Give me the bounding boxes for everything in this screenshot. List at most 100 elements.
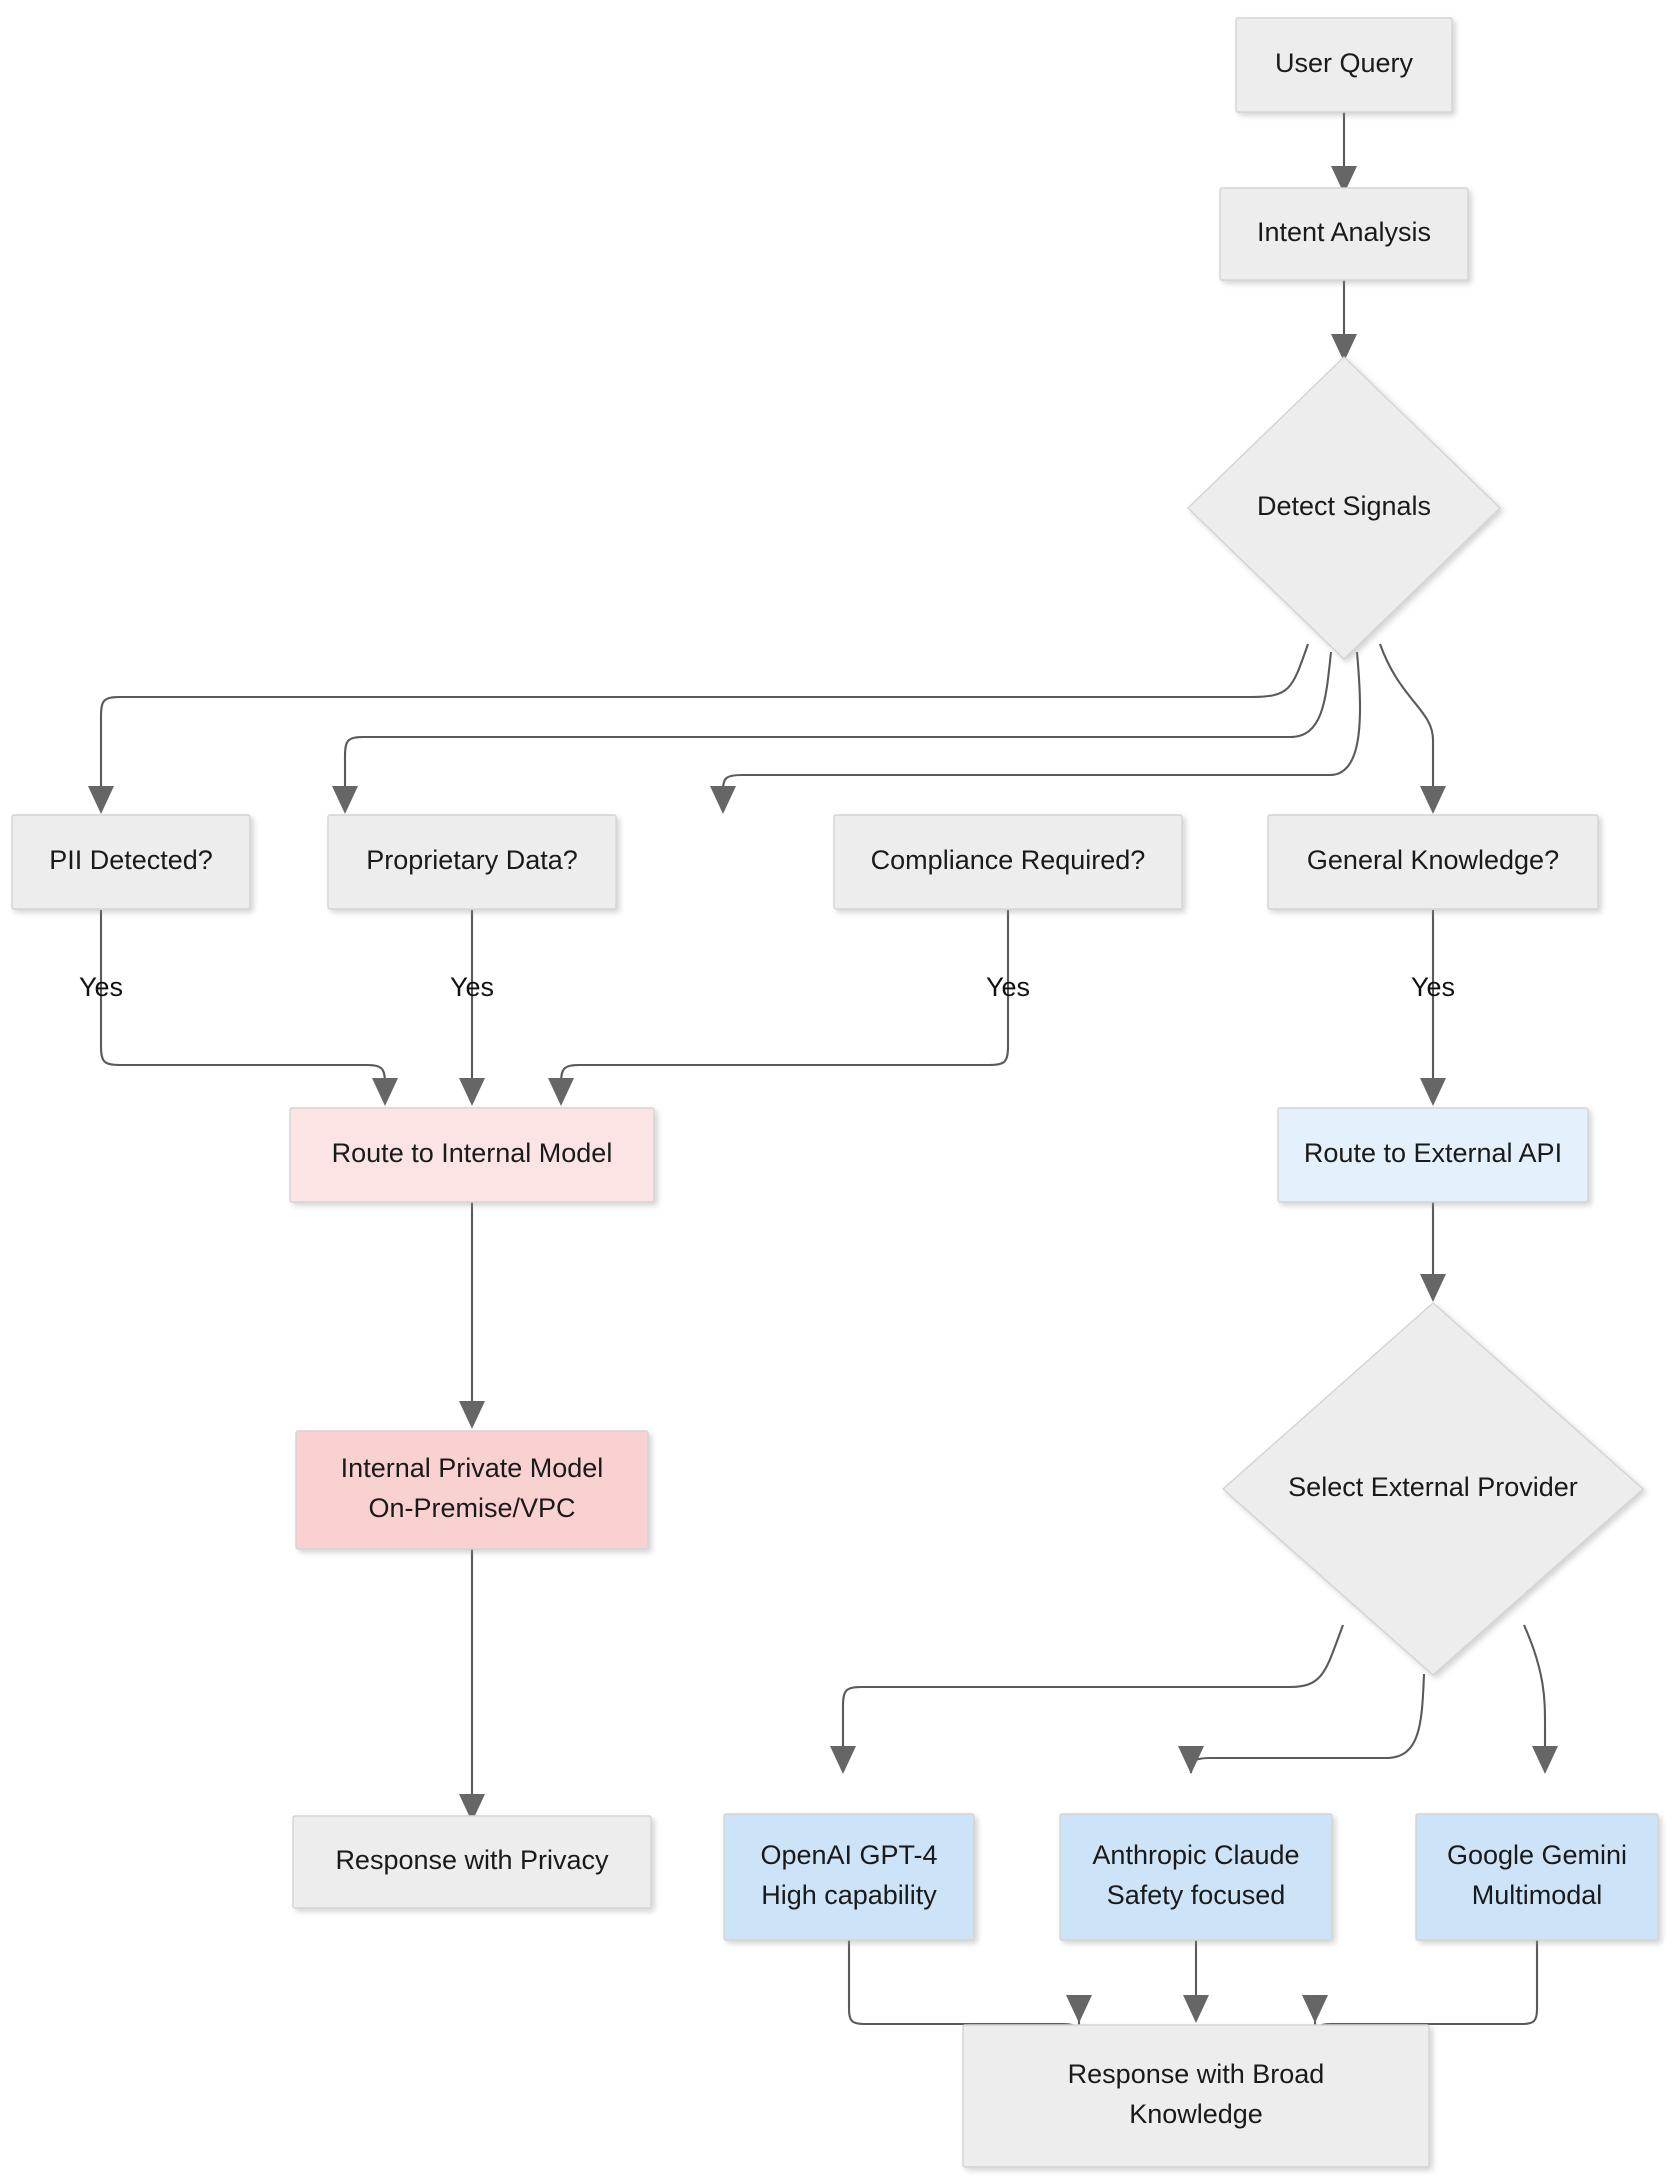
arrow-head-icon	[459, 1794, 485, 1822]
arrow-head-icon	[830, 1746, 856, 1774]
node-rect-shape	[289, 1107, 655, 1203]
node-label: General Knowledge?	[1307, 845, 1559, 875]
arrow-head-icon	[710, 786, 736, 814]
edge-e9	[548, 910, 1010, 1106]
edge-line	[847, 1940, 1081, 2040]
node-response_privacy[interactable]: Response with Privacy	[292, 1815, 652, 1909]
node-label: Route to Internal Model	[332, 1138, 613, 1168]
edge-e12	[1420, 1202, 1446, 1302]
node-label: Knowledge	[1129, 2099, 1263, 2129]
node-label: Proprietary Data?	[366, 845, 578, 875]
edge-e19	[1302, 1940, 1539, 2040]
edge-line	[99, 643, 1309, 800]
edge-e14	[830, 1624, 1344, 1774]
node-label: Select External Provider	[1288, 1472, 1578, 1502]
edge-line	[721, 651, 1362, 800]
edge-line	[99, 910, 387, 1092]
edge-label-e7: Yes	[79, 972, 123, 1002]
arrow-head-icon	[88, 786, 114, 814]
edge-line	[1313, 1940, 1539, 2040]
node-label: PII Detected?	[49, 845, 213, 875]
edge-line	[343, 651, 1333, 800]
node-route_external[interactable]: Route to External API	[1277, 1107, 1589, 1203]
node-label: On-Premise/VPC	[368, 1493, 575, 1523]
node-label: Intent Analysis	[1257, 217, 1431, 247]
arrow-head-icon	[1331, 166, 1357, 194]
node-rect-shape	[295, 1430, 649, 1550]
edge-label-e8: Yes	[450, 972, 494, 1002]
edge-line	[841, 1624, 1344, 1760]
edge-e4	[332, 651, 1333, 814]
edge-e5	[710, 651, 1362, 814]
edge-e1	[1331, 112, 1357, 194]
edge-e7	[99, 910, 398, 1106]
node-label: Google Gemini	[1447, 1840, 1627, 1870]
edge-line	[559, 910, 1010, 1092]
edge-e8	[459, 910, 485, 1106]
arrow-head-icon	[1420, 786, 1446, 814]
node-rect-shape	[1059, 1813, 1333, 1941]
node-label: Internal Private Model	[341, 1453, 604, 1483]
arrow-head-icon	[1420, 1274, 1446, 1302]
arrow-head-icon	[548, 1078, 574, 1106]
edge-e13	[459, 1549, 485, 1822]
node-user_query[interactable]: User Query	[1235, 17, 1453, 113]
node-label: Detect Signals	[1257, 491, 1431, 521]
arrow-head-icon	[332, 786, 358, 814]
node-pii_detected[interactable]: PII Detected?	[11, 814, 251, 910]
node-intent_analysis[interactable]: Intent Analysis	[1219, 187, 1469, 281]
arrow-head-icon	[1066, 1995, 1092, 2023]
node-label: User Query	[1275, 48, 1414, 78]
edge-line	[1189, 1673, 1426, 1774]
node-rect-shape	[723, 1813, 975, 1941]
edges-layer	[88, 112, 1558, 2040]
edge-e18	[1183, 1940, 1209, 2023]
edge-line	[1379, 643, 1435, 800]
edge-e17	[847, 1940, 1092, 2040]
node-route_internal[interactable]: Route to Internal Model	[289, 1107, 655, 1203]
node-diamond-shape	[1186, 356, 1502, 660]
node-rect-shape	[962, 2024, 1430, 2168]
node-rect-shape	[292, 1815, 652, 1909]
node-rect-shape	[327, 814, 617, 910]
arrow-head-icon	[1420, 1078, 1446, 1106]
node-label: High capability	[761, 1880, 937, 1910]
node-rect-shape	[1277, 1107, 1589, 1203]
arrow-head-icon	[1302, 1995, 1328, 2023]
node-rect-shape	[1415, 1813, 1659, 1941]
arrow-head-icon	[1178, 1746, 1204, 1774]
node-compliance_req[interactable]: Compliance Required?	[833, 814, 1183, 910]
arrow-head-icon	[1331, 334, 1357, 362]
edge-e11	[459, 1202, 485, 1429]
node-detect_signals[interactable]: Detect Signals	[1186, 356, 1502, 660]
node-select_provider[interactable]: Select External Provider	[1221, 1302, 1645, 1676]
arrow-head-icon	[459, 1401, 485, 1429]
edge-e2	[1331, 280, 1357, 362]
arrow-head-icon	[372, 1078, 398, 1106]
edge-e6	[1379, 643, 1446, 814]
node-diamond-shape	[1221, 1302, 1645, 1676]
edge-label-e10: Yes	[1411, 972, 1455, 1002]
node-rect-shape	[833, 814, 1183, 910]
edge-e10	[1420, 910, 1446, 1106]
node-label: OpenAI GPT-4	[760, 1840, 937, 1870]
node-label: Safety focused	[1107, 1880, 1286, 1910]
node-label: Route to External API	[1304, 1138, 1562, 1168]
node-rect-shape	[1219, 187, 1469, 281]
arrow-head-icon	[459, 1078, 485, 1106]
edge-line	[1523, 1624, 1547, 1760]
edge-e3	[88, 643, 1309, 814]
node-label: Anthropic Claude	[1092, 1840, 1299, 1870]
node-rect-shape	[11, 814, 251, 910]
node-general_knowledge[interactable]: General Knowledge?	[1267, 814, 1599, 910]
node-proprietary_data[interactable]: Proprietary Data?	[327, 814, 617, 910]
